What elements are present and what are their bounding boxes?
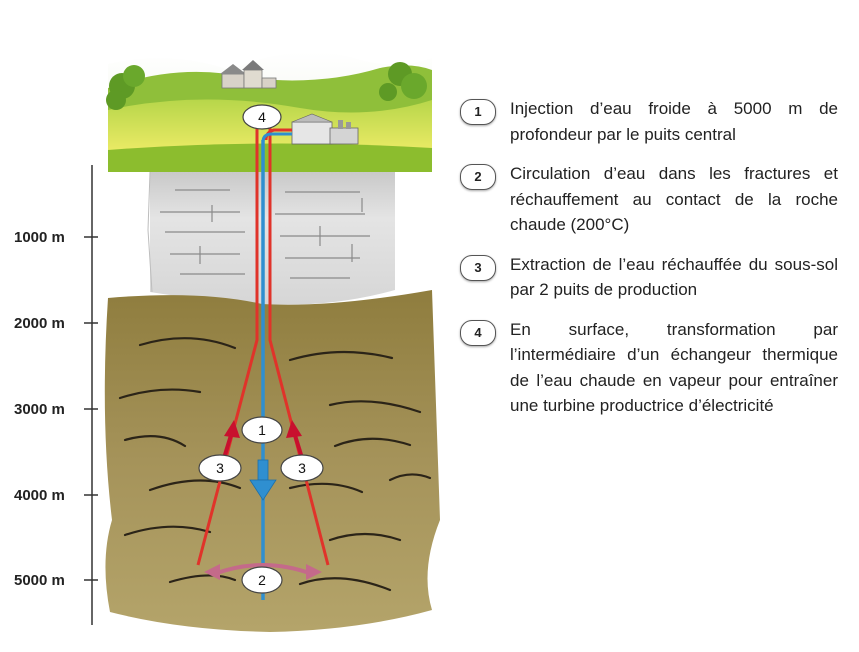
legend-item-surface: 4 En surface, transformation par l’inter…	[458, 317, 838, 419]
marker-injection: 1	[241, 416, 283, 444]
legend-number: 4	[460, 319, 496, 346]
circulation-arrow-icon	[204, 563, 322, 580]
marker-surface-label: 4	[258, 109, 266, 125]
marker-surface: 4	[242, 104, 282, 130]
village-icon	[220, 60, 277, 89]
wells	[196, 128, 330, 600]
legend-item-injection: 1 Injection d’eau froide à 5000 m de pro…	[458, 96, 838, 147]
depth-label-1000: 1000 m	[14, 229, 65, 246]
marker-production-right-label: 3	[298, 460, 306, 476]
production-well-right	[268, 128, 330, 566]
marker-production-right: 3	[280, 454, 324, 482]
marker-injection-label: 1	[258, 422, 266, 438]
legend-item-circulation: 2 Circulation d’eau dans les fractures e…	[458, 161, 838, 238]
flow-arrows	[204, 420, 322, 580]
legend: 1 Injection d’eau froide à 5000 m de pro…	[458, 96, 838, 433]
sedimentary-layer	[147, 171, 395, 305]
marker-circulation: 2	[241, 566, 283, 594]
legend-number: 1	[460, 99, 496, 125]
power-plant-icon	[291, 113, 359, 145]
production-well-left	[196, 128, 259, 566]
legend-item-extraction: 3 Extraction de l’eau réchauffée du sous…	[458, 252, 838, 303]
depth-label-2000: 2000 m	[14, 315, 65, 332]
cold-water-arrow-icon	[249, 459, 277, 501]
hot-water-arrow-right-icon	[286, 420, 304, 459]
depth-label-5000: 5000 m	[14, 572, 65, 589]
hot-water-arrow-left-icon	[222, 420, 240, 459]
marker-production-left: 3	[198, 454, 242, 482]
legend-number: 3	[460, 254, 496, 281]
legend-text: Injection d’eau froide à 5000 m de profo…	[510, 99, 838, 144]
tree-icon	[106, 62, 427, 110]
depth-scale: 1000 m 2000 m 3000 m 4000 m 5000 m	[14, 165, 98, 625]
depth-label-4000: 4000 m	[14, 487, 65, 504]
legend-text: Circulation d’eau dans les fractures et …	[510, 164, 838, 234]
diagram-markers: 4 1 3 3 2	[198, 104, 324, 594]
marker-production-left-label: 3	[216, 460, 224, 476]
legend-text: Extraction de l’eau réchauffée du sous-s…	[510, 254, 838, 300]
depth-label-3000: 3000 m	[14, 401, 65, 418]
legend-number: 2	[460, 164, 496, 190]
legend-text: En surface, transformation par l’intermé…	[510, 319, 838, 416]
marker-circulation-label: 2	[258, 572, 266, 588]
granite-bedrock	[104, 290, 441, 632]
